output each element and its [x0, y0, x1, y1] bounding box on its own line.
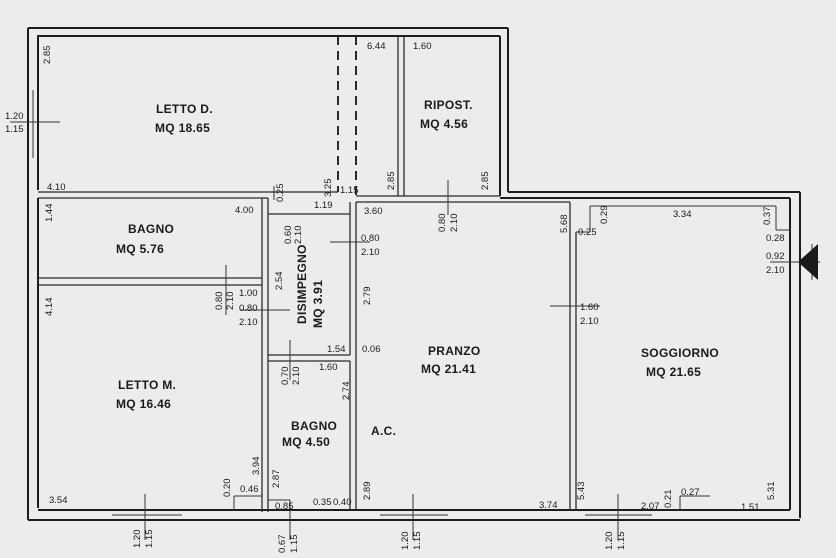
- dim-label: 1.60: [580, 302, 599, 313]
- dim-label: 2.10: [580, 316, 599, 327]
- dim-label: 0.06: [362, 344, 381, 355]
- dim-label: 1.15: [289, 535, 300, 554]
- dim-label: 3.54: [49, 495, 68, 506]
- dim-label: 0.20: [222, 479, 233, 498]
- dim-label: 2.10: [225, 292, 236, 311]
- dim-label: 3.34: [673, 209, 692, 220]
- dim-label: 5.68: [559, 215, 570, 234]
- dim-label: 0.67: [277, 535, 288, 554]
- dim-label: 3.94: [251, 457, 262, 476]
- dim-label: 2.85: [480, 172, 491, 191]
- dim-label: 2.10: [361, 247, 380, 258]
- room-name-disimpegno: DISIMPEGNO: [295, 244, 309, 324]
- dim-label: 2.10: [239, 317, 258, 328]
- dim-label: 5.31: [766, 482, 777, 501]
- dim-label: 0.29: [599, 206, 610, 225]
- dim-label: 2.85: [386, 172, 397, 191]
- dim-label: 2.85: [42, 46, 53, 65]
- dim-label: 1.20: [5, 111, 24, 122]
- room-area-bagno-1: MQ 5.76: [116, 242, 164, 256]
- dim-label: 0.80: [437, 214, 448, 233]
- dim-label: 1.20: [604, 532, 615, 551]
- dim-label: 0.25: [578, 227, 597, 238]
- dim-label: 4.10: [47, 182, 66, 193]
- room-name-bagno-1: BAGNO: [128, 222, 174, 236]
- dim-label: 3.60: [364, 206, 383, 217]
- dim-label: 1.20: [400, 532, 411, 551]
- room-name-bagno-2: BAGNO: [291, 419, 337, 433]
- dim-label: 2.79: [362, 287, 373, 306]
- dim-label: 2.10: [766, 265, 785, 276]
- dim-label: 4.00: [235, 205, 254, 216]
- openings: [10, 90, 820, 540]
- dim-label: 0.85: [275, 501, 294, 512]
- dim-label: 0.46: [240, 484, 259, 495]
- dim-label: 1.15: [616, 532, 627, 551]
- dim-label: 0.40: [333, 497, 352, 508]
- dim-label: 4.14: [44, 298, 55, 317]
- entrance-arrow-icon: [798, 244, 818, 280]
- dim-label: 0.60: [283, 226, 294, 245]
- dim-label: 2.10: [291, 367, 302, 386]
- dim-label: 0.80: [239, 303, 258, 314]
- dim-label: 1.15: [412, 532, 423, 551]
- dim-label: 0.28: [766, 233, 785, 244]
- dim-label: 0.35: [313, 497, 332, 508]
- dim-label: 1.60: [413, 41, 432, 52]
- room-area-ripost: MQ 4.56: [420, 117, 468, 131]
- dim-label: 0.37: [762, 207, 773, 226]
- room-area-letto-d: MQ 18.65: [155, 121, 210, 135]
- dim-label: 0.80: [214, 292, 225, 311]
- dim-label: 5.43: [576, 482, 587, 501]
- room-area-pranzo: MQ 21.41: [421, 362, 476, 376]
- dim-label: 1.54: [327, 344, 346, 355]
- dim-label: 3.25: [323, 179, 334, 198]
- dim-label: 1.44: [44, 204, 55, 223]
- dim-label: 0.27: [681, 487, 700, 498]
- dim-label: 2.54: [274, 272, 285, 291]
- dim-label: 2.10: [293, 226, 304, 245]
- room-label-ac: A.C.: [371, 424, 396, 438]
- dim-label: 2.74: [341, 382, 352, 401]
- dim-label: 2.10: [449, 214, 460, 233]
- dim-label: 0.21: [663, 490, 674, 509]
- room-name-letto-m: LETTO M.: [118, 378, 176, 392]
- room-area-disimpegno: MQ 3.91: [311, 280, 325, 328]
- dim-label: 2.89: [362, 482, 373, 501]
- dim-label: 1.15: [5, 124, 24, 135]
- room-labels: LETTO D. MQ 18.65 RIPOST. MQ 4.56 BAGNO …: [116, 98, 719, 449]
- room-name-letto-d: LETTO D.: [156, 102, 213, 116]
- dim-label: 1.51: [741, 502, 760, 513]
- dimension-labels: 2.85 6.44 1.60 1.20 1.15 4.10 0.25 3.25 …: [5, 41, 785, 553]
- interior-walls: [38, 36, 790, 512]
- dim-label: 0.80: [361, 233, 380, 244]
- dim-label: 6.44: [367, 41, 386, 52]
- room-name-pranzo: PRANZO: [428, 344, 480, 358]
- dim-label: 0.25: [275, 184, 286, 203]
- walls: [27, 27, 801, 521]
- dim-label: 2.87: [271, 470, 282, 489]
- dim-label: 1.00: [239, 288, 258, 299]
- dim-label: 0.70: [280, 367, 291, 386]
- dim-label: 1.19: [314, 200, 333, 211]
- dim-label: 0.92: [766, 251, 785, 262]
- room-name-soggiorno: SOGGIORNO: [641, 346, 719, 360]
- room-name-ripost: RIPOST.: [424, 98, 473, 112]
- dim-label: 1.60: [319, 362, 338, 373]
- dim-label: 1.15: [144, 530, 155, 549]
- dim-label: 1.20: [132, 530, 143, 549]
- room-area-bagno-2: MQ 4.50: [282, 435, 330, 449]
- room-area-letto-m: MQ 16.46: [116, 397, 171, 411]
- dim-label: 3.74: [539, 500, 558, 511]
- room-area-soggiorno: MQ 21.65: [646, 365, 701, 379]
- dim-label: 2.07: [641, 501, 660, 512]
- dim-label: 1.15: [340, 185, 359, 196]
